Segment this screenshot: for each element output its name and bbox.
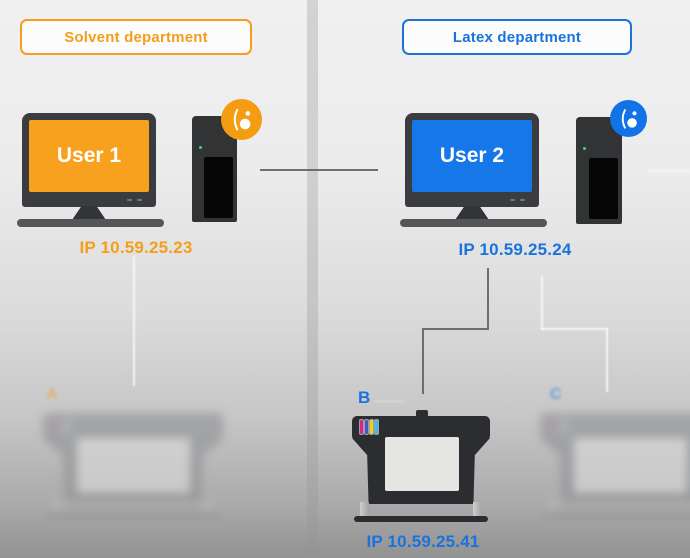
user2-monitor: User 2 [405, 113, 539, 207]
ink-cartridges-icon [360, 420, 378, 434]
ghost-underline [374, 401, 404, 402]
department-divider [307, 0, 318, 558]
ghost-printer-c [540, 413, 690, 520]
ghost-printer-a-label: A [46, 386, 58, 403]
printer-top-cover [352, 416, 490, 439]
ghost-printer-a [43, 413, 223, 520]
cartridge-blue [58, 419, 61, 433]
cartridge-magenta [53, 419, 56, 433]
cartridge-cyan [68, 419, 71, 433]
cartridge-magenta [360, 420, 363, 434]
tower-front-panel [589, 158, 618, 219]
power-indicator [510, 199, 515, 201]
printer-base-bar [544, 513, 690, 519]
printer-b-ip-address: IP 10.59.25.41 [366, 532, 480, 551]
cartridge-yellow [370, 420, 373, 434]
printer-leg [53, 499, 62, 515]
user1-ip-address: IP 10.59.25.23 [79, 238, 193, 257]
printer-b-label: B [358, 388, 371, 407]
ghost-link-line-a [133, 256, 135, 386]
printer-leg [473, 502, 482, 518]
cartridge-blue [365, 420, 368, 434]
printer-leg [360, 502, 369, 518]
user1-monitor: User 1 [22, 113, 156, 207]
cartridge-cyan [565, 419, 568, 433]
user2-printer-link-h [422, 328, 489, 330]
user1-user2-link-line [260, 169, 378, 171]
user1-screen: User 1 [29, 120, 149, 192]
user2-name: User 2 [439, 144, 505, 167]
ink-cartridges-icon [53, 419, 71, 433]
power-indicator [137, 199, 142, 201]
user2-ink-badge [610, 100, 647, 137]
ghost-printer-c-label: C [550, 386, 562, 403]
printer-media-window [385, 437, 459, 491]
printer-base-bar [354, 516, 488, 522]
cartridge-cyan [375, 420, 378, 434]
ghost-link-line-c-v2 [606, 328, 608, 392]
latex-department-text: Latex department [452, 28, 582, 46]
ghost-link-line-right [648, 169, 690, 173]
printer-b-feed-nub [416, 410, 428, 418]
printer-top-cover [540, 413, 690, 441]
user1-monitor-base [17, 219, 164, 227]
user2-ip-address: IP 10.59.25.24 [458, 240, 572, 259]
user2-tower-pc [576, 117, 622, 224]
user2-screen: User 2 [412, 120, 532, 192]
ink-drop-icon [233, 108, 251, 131]
cartridge-blue [555, 419, 558, 433]
power-indicator [520, 199, 525, 201]
user2-monitor-base [400, 219, 547, 227]
user2-printer-link-v2 [422, 328, 424, 394]
ghost-link-line-c-h [541, 328, 608, 330]
user1-monitor-stand [72, 206, 106, 220]
printer-media-window [77, 438, 190, 493]
cartridge-yellow [63, 419, 66, 433]
cartridge-magenta [550, 419, 553, 433]
ghost-link-line-c-v1 [541, 276, 543, 330]
user2-monitor-stand [455, 206, 489, 220]
user1-name: User 1 [56, 144, 122, 167]
printer-top-cover [43, 413, 223, 441]
printer-b [352, 416, 490, 522]
power-indicator [127, 199, 132, 201]
printer-leg [204, 499, 213, 515]
ink-cartridges-icon [550, 419, 568, 433]
power-led [583, 147, 586, 150]
solvent-department-label: Solvent department [20, 19, 252, 55]
power-led [199, 146, 202, 149]
user2-printer-link-v1 [487, 268, 489, 330]
printer-base-bar [47, 513, 219, 519]
cartridge-yellow [560, 419, 563, 433]
tower-front-panel [204, 157, 233, 218]
latex-department-label: Latex department [402, 19, 632, 55]
printer-media-window [574, 438, 687, 493]
solvent-department-text: Solvent department [64, 28, 208, 46]
printer-leg [550, 499, 559, 515]
user1-ink-badge [221, 99, 262, 140]
ink-drop-icon [621, 108, 637, 129]
